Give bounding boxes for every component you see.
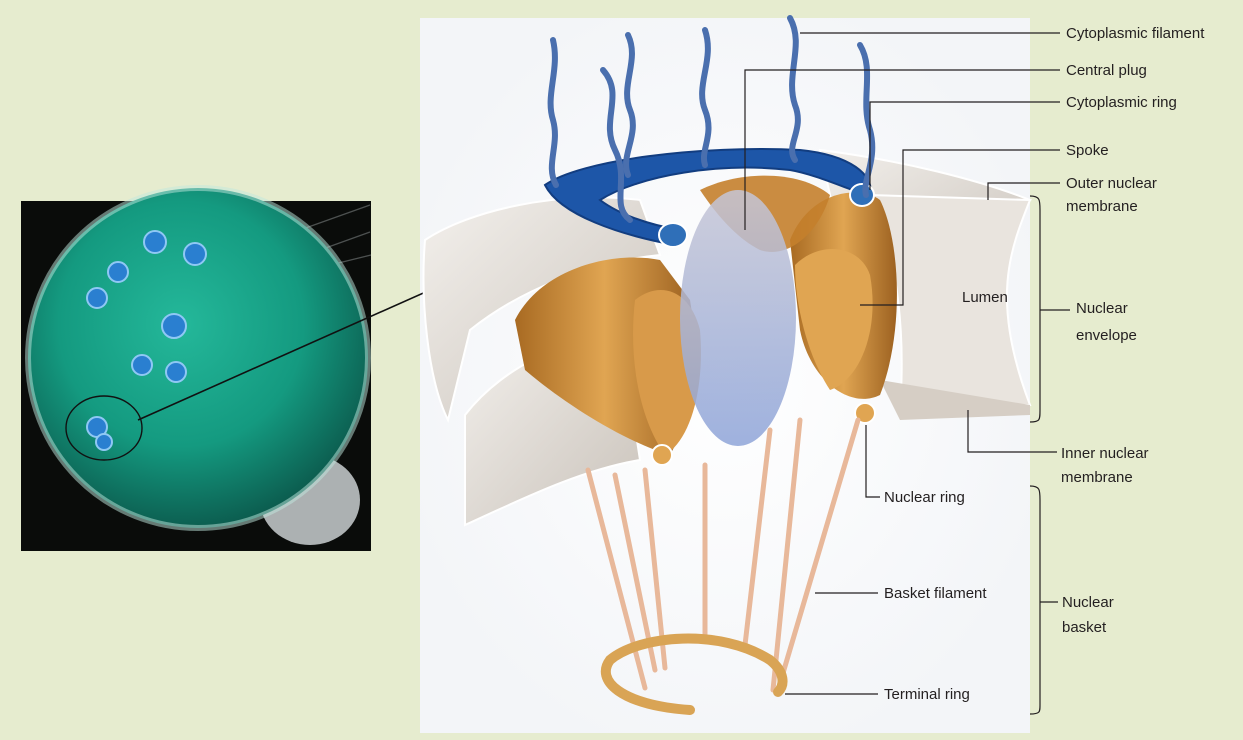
label-nuclear-basket-1: Nuclear bbox=[1062, 593, 1114, 612]
label-cytoplasmic-ring: Cytoplasmic ring bbox=[1066, 93, 1177, 112]
label-outer-nuclear-membrane-2: membrane bbox=[1066, 197, 1138, 216]
label-nuclear-envelope-1: Nuclear bbox=[1076, 299, 1128, 318]
central-plug bbox=[680, 190, 796, 446]
label-nuclear-basket-2: basket bbox=[1062, 618, 1106, 637]
label-cytoplasmic-filament: Cytoplasmic filament bbox=[1066, 24, 1204, 43]
label-lumen: Lumen bbox=[962, 288, 1008, 307]
micrograph bbox=[21, 188, 371, 551]
label-terminal-ring: Terminal ring bbox=[884, 685, 970, 704]
label-spoke: Spoke bbox=[1066, 141, 1109, 160]
label-nuclear-envelope-2: envelope bbox=[1076, 326, 1137, 345]
label-inner-nuclear-membrane-2: membrane bbox=[1061, 468, 1133, 487]
label-outer-nuclear-membrane-1: Outer nuclear bbox=[1066, 174, 1157, 193]
label-inner-nuclear-membrane-1: Inner nuclear bbox=[1061, 444, 1149, 463]
label-central-plug: Central plug bbox=[1066, 61, 1147, 80]
label-basket-filament: Basket filament bbox=[884, 584, 987, 603]
label-nuclear-ring: Nuclear ring bbox=[884, 488, 965, 507]
